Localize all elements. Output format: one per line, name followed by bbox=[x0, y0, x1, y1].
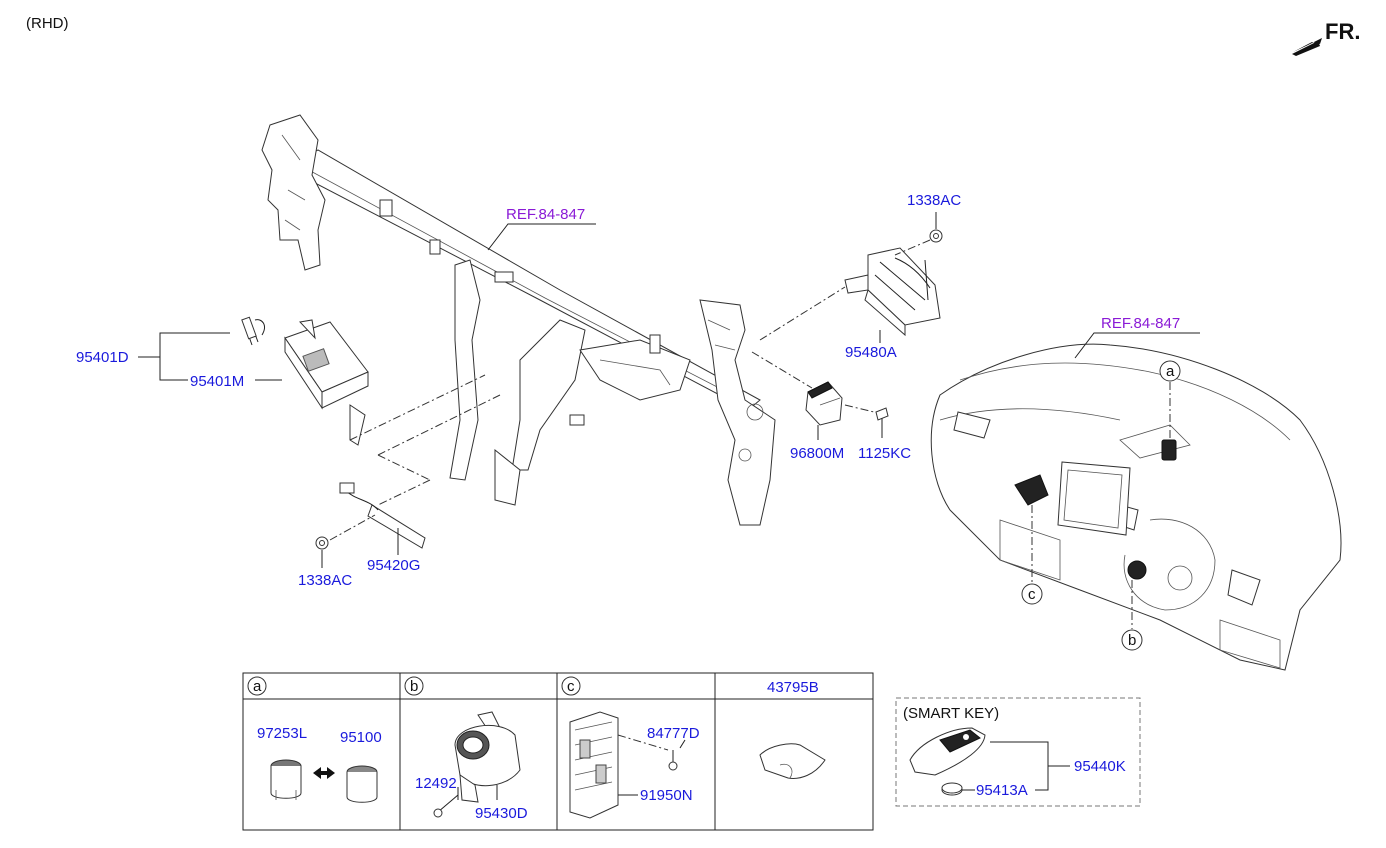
control-module-91950N-illustration bbox=[569, 711, 619, 819]
part-12492-label[interactable]: 12492 bbox=[415, 775, 457, 792]
part-91950N-label[interactable]: 91950N bbox=[640, 787, 693, 804]
detail-table bbox=[242, 672, 874, 831]
callout-a-label[interactable]: a bbox=[1166, 363, 1175, 380]
callout-b-circle[interactable] bbox=[1121, 629, 1143, 651]
swap-arrow-icon bbox=[313, 767, 335, 779]
part-1338AC-bottom-label[interactable]: 1338AC bbox=[298, 572, 352, 589]
sensor-95100-illustration bbox=[346, 765, 378, 803]
callout-c-label[interactable]: c bbox=[1028, 586, 1036, 603]
table-header-c-circle bbox=[561, 676, 581, 696]
bracket-95480A-illustration bbox=[844, 247, 941, 337]
start-switch-95430D-illustration bbox=[454, 711, 521, 803]
nut-1338AC-bottom-icon bbox=[315, 536, 329, 550]
smart-key-unit-illustration bbox=[284, 319, 369, 446]
cable-95401D-illustration bbox=[241, 316, 265, 346]
nut-1338AC-top-icon bbox=[929, 229, 943, 243]
part-95413A-label[interactable]: 95413A bbox=[976, 782, 1028, 799]
sensor-96800M-illustration bbox=[805, 381, 843, 426]
pad-43795B-illustration bbox=[759, 743, 826, 779]
part-95100-label[interactable]: 95100 bbox=[340, 729, 382, 746]
callout-c-circle[interactable] bbox=[1021, 583, 1043, 605]
rhd-label: (RHD) bbox=[26, 15, 69, 32]
part-95401D-label[interactable]: 95401D bbox=[76, 349, 129, 366]
part-97253L-label[interactable]: 97253L bbox=[257, 725, 307, 742]
smart-key-title: (SMART KEY) bbox=[903, 705, 999, 722]
ref-right-label[interactable]: REF.84-847 bbox=[1101, 315, 1180, 332]
smart-key-fob-illustration bbox=[909, 727, 986, 776]
callout-a-circle[interactable] bbox=[1159, 360, 1181, 382]
bolt-1125KC-icon bbox=[875, 407, 889, 438]
table-header-b: b bbox=[410, 678, 418, 695]
part-95401M-label[interactable]: 95401M bbox=[190, 373, 244, 390]
part-1125KC-label[interactable]: 1125KC bbox=[858, 445, 911, 462]
part-95420G-label[interactable]: 95420G bbox=[367, 557, 420, 574]
ref-top-label[interactable]: REF.84-847 bbox=[506, 206, 585, 223]
table-header-a: a bbox=[253, 678, 262, 695]
table-header-43795B[interactable]: 43795B bbox=[767, 679, 819, 696]
battery-95413A-icon bbox=[941, 782, 963, 796]
part-84777D-label[interactable]: 84777D bbox=[647, 725, 700, 742]
table-header-c: c bbox=[567, 678, 575, 695]
part-96800M-label[interactable]: 96800M bbox=[790, 445, 844, 462]
part-95480A-label[interactable]: 95480A bbox=[845, 344, 897, 361]
table-header-a-circle bbox=[247, 676, 267, 696]
smart-key-box bbox=[895, 697, 1141, 807]
dashboard-illustration bbox=[930, 343, 1342, 671]
part-95430D-label[interactable]: 95430D bbox=[475, 805, 528, 822]
screw-12492-icon bbox=[433, 794, 459, 818]
part-95440K-label[interactable]: 95440K bbox=[1074, 758, 1126, 775]
antenna-95420G-illustration bbox=[339, 482, 426, 549]
cowl-cross-bar-illustration bbox=[261, 114, 776, 526]
direction-label: FR. bbox=[1325, 19, 1360, 44]
part-1338AC-top-label[interactable]: 1338AC bbox=[907, 192, 961, 209]
table-header-b-circle bbox=[404, 676, 424, 696]
screw-84777D-icon bbox=[668, 750, 678, 771]
sensor-97253L-illustration bbox=[270, 759, 302, 800]
callout-b-label[interactable]: b bbox=[1128, 632, 1136, 649]
front-direction-arrow-icon bbox=[1292, 38, 1322, 56]
